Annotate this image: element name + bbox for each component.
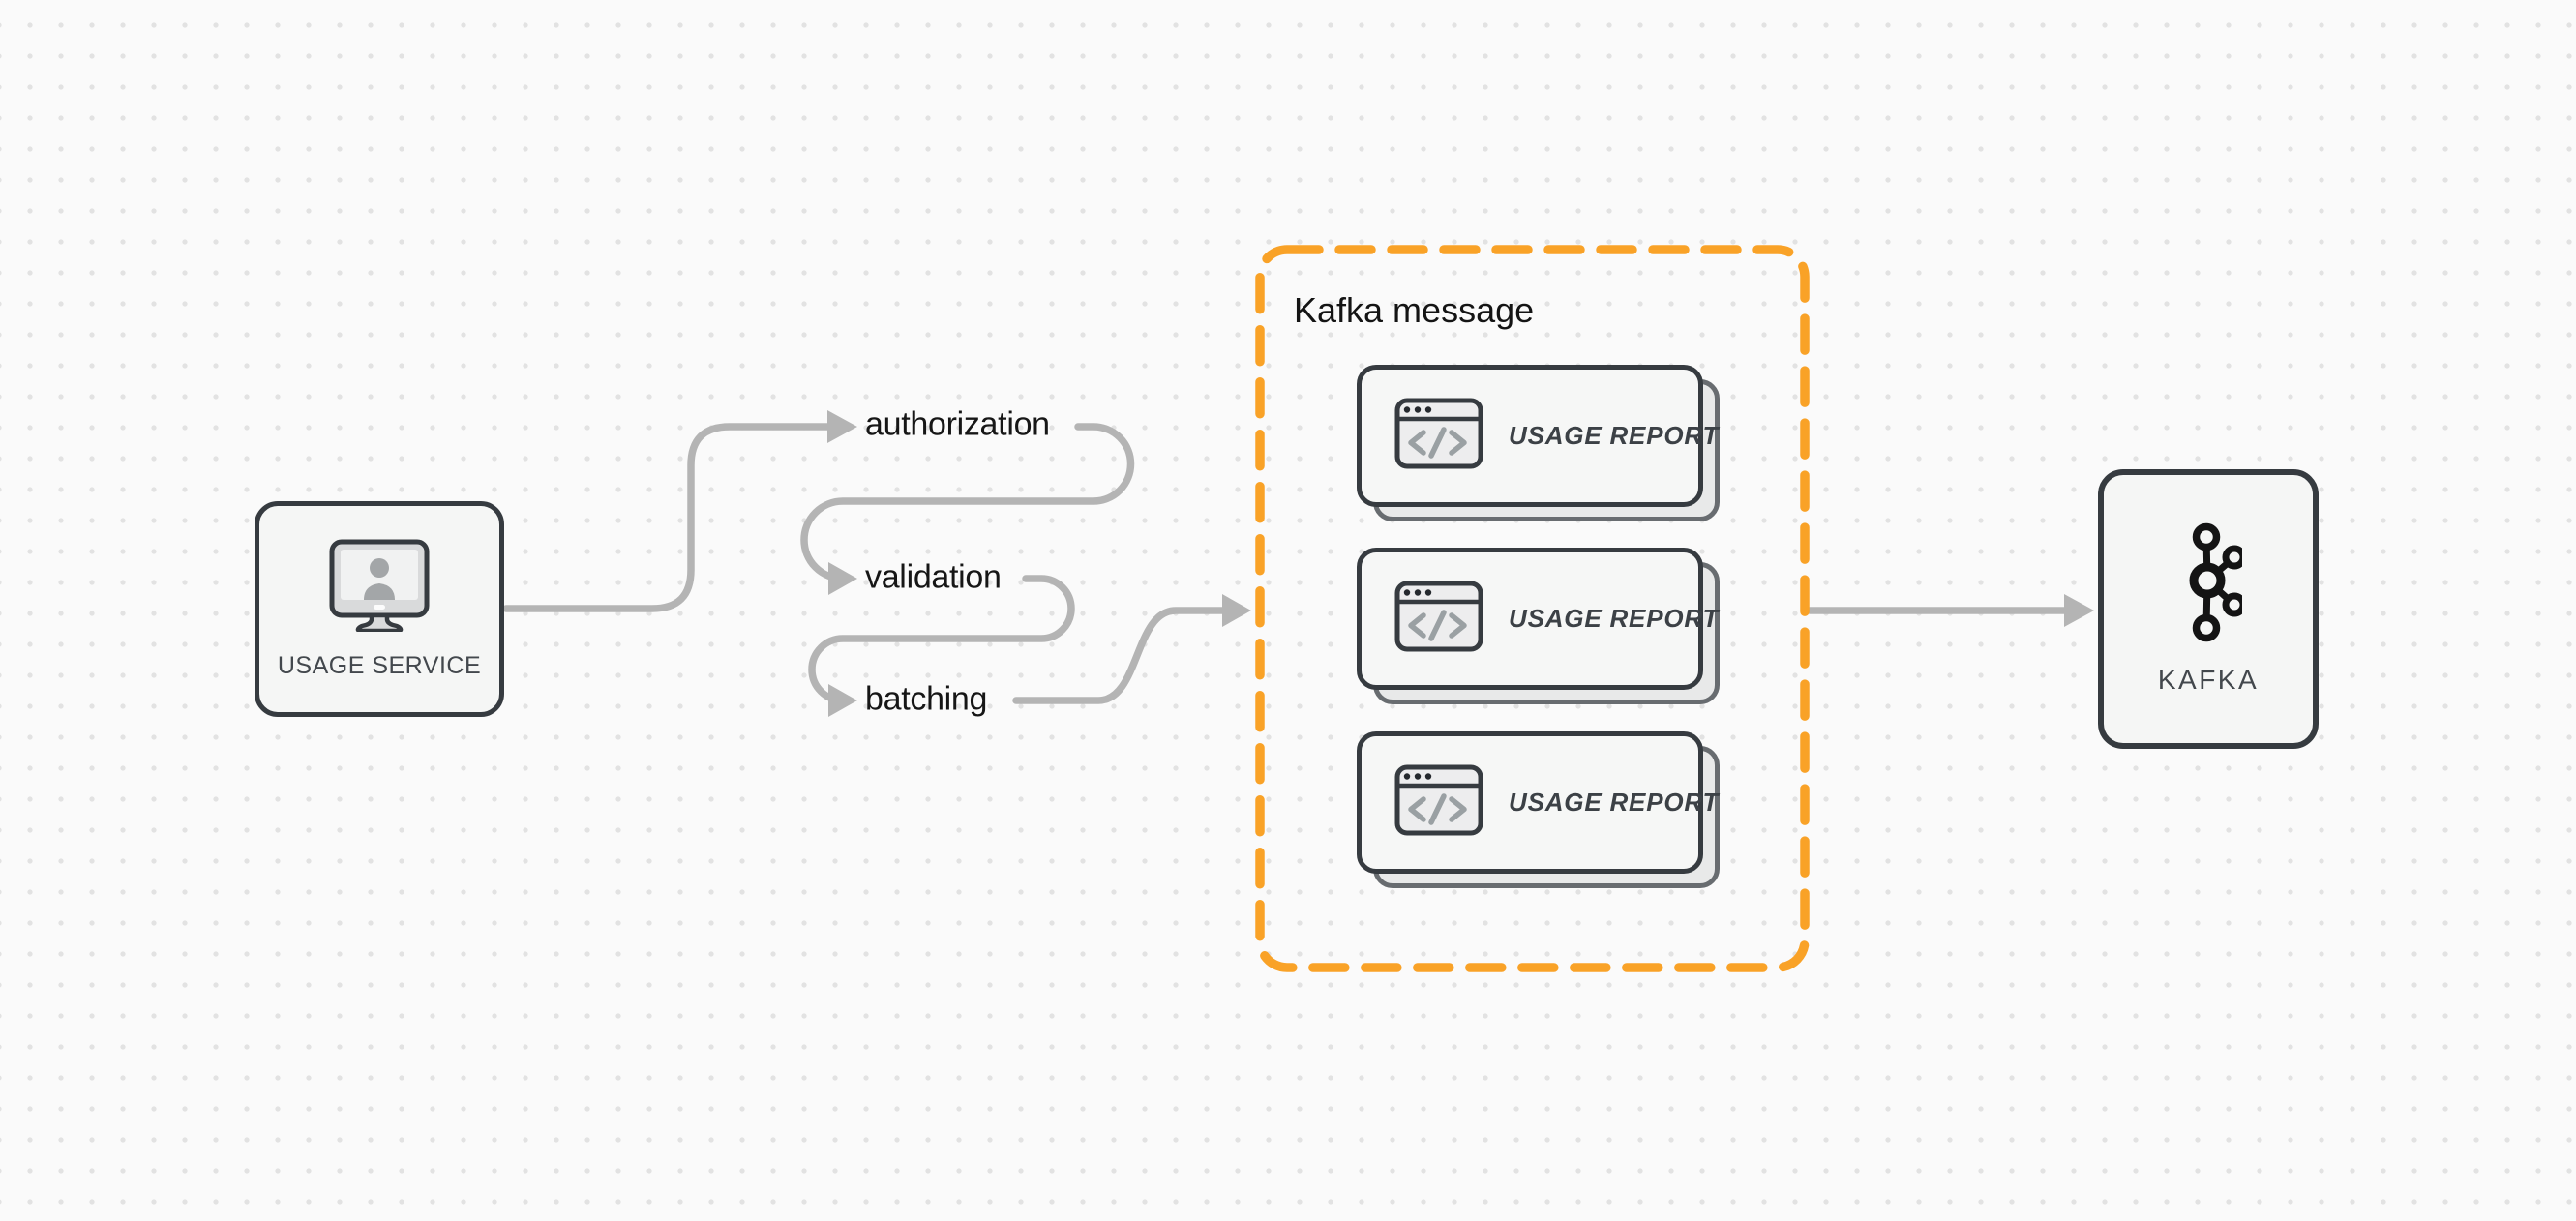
step-batching: batching bbox=[865, 680, 988, 718]
connector-usage-to-authorization bbox=[502, 423, 831, 612]
kafka-message-group-frame bbox=[1255, 245, 1810, 972]
usage-report-label: USAGE REPORT bbox=[1509, 421, 1720, 450]
connector-authorization-to-validation bbox=[800, 423, 1135, 582]
arrowhead-kafka-message bbox=[1222, 594, 1251, 627]
connector-batching-to-kafka-message bbox=[1012, 607, 1226, 704]
arrowhead-authorization bbox=[827, 410, 857, 443]
usage-report-card: USAGE REPORT bbox=[1357, 731, 1718, 874]
code-window-icon bbox=[1394, 581, 1483, 657]
step-authorization: authorization bbox=[865, 405, 1050, 443]
usage-service-label: USAGE SERVICE bbox=[277, 651, 482, 679]
kafka-message-group-title: Kafka message bbox=[1294, 290, 1535, 331]
code-window-icon bbox=[1394, 398, 1483, 474]
kafka-label: KAFKA bbox=[2157, 665, 2260, 695]
arrowhead-kafka bbox=[2064, 594, 2094, 627]
monitor-user-icon bbox=[329, 539, 430, 637]
arrowhead-validation bbox=[828, 562, 857, 595]
usage-report-card: USAGE REPORT bbox=[1357, 365, 1718, 507]
usage-report-label: USAGE REPORT bbox=[1509, 604, 1720, 633]
kafka-node: KAFKA bbox=[2098, 469, 2319, 749]
usage-report-label: USAGE REPORT bbox=[1509, 788, 1720, 817]
step-validation: validation bbox=[865, 558, 1002, 596]
kafka-logo-icon bbox=[2174, 522, 2247, 647]
usage-service-node: USAGE SERVICE bbox=[255, 501, 504, 717]
code-window-icon bbox=[1394, 764, 1483, 841]
arrowhead-batching bbox=[828, 684, 857, 717]
usage-report-card: USAGE REPORT bbox=[1357, 548, 1718, 690]
